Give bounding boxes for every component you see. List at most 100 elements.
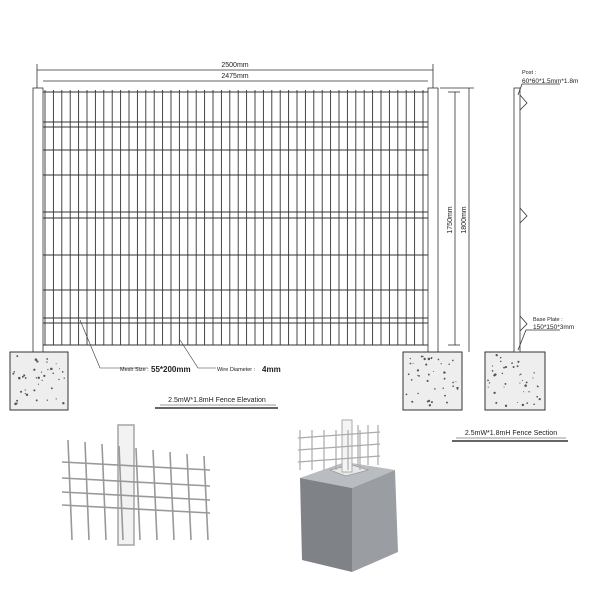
speckle bbox=[420, 355, 423, 358]
dimension-2500 bbox=[36, 64, 434, 90]
speckle bbox=[33, 368, 36, 371]
speckle bbox=[46, 361, 48, 363]
speckle bbox=[452, 385, 455, 387]
detail-horizontal-wire bbox=[297, 431, 381, 439]
speckle bbox=[487, 379, 489, 382]
speckle bbox=[35, 399, 38, 402]
speckle bbox=[58, 378, 60, 381]
speckle bbox=[495, 401, 498, 404]
detail-horizontal-wire bbox=[61, 477, 211, 487]
speckle bbox=[504, 382, 507, 385]
wire-leader bbox=[179, 339, 216, 369]
speckle bbox=[416, 369, 420, 372]
speckle bbox=[52, 372, 54, 375]
speckle bbox=[443, 371, 446, 374]
speckle bbox=[46, 399, 49, 401]
speckle bbox=[24, 393, 26, 395]
detail-horizontal-wire bbox=[61, 504, 211, 514]
mesh-size-label: Mesh Size : bbox=[120, 367, 149, 373]
dim-panel-height: 1750mm bbox=[447, 206, 454, 233]
dim-panel-width: 2475mm bbox=[221, 73, 248, 80]
speckle bbox=[16, 399, 19, 402]
speckle bbox=[495, 353, 498, 357]
speckle bbox=[418, 374, 420, 377]
speckle bbox=[517, 360, 520, 363]
speckle bbox=[37, 383, 40, 385]
speckle bbox=[443, 377, 446, 380]
detail-horizontal-wire bbox=[297, 443, 381, 451]
speckle bbox=[533, 403, 535, 406]
speckle bbox=[533, 372, 535, 374]
speckle bbox=[417, 374, 419, 376]
base-plate-value: 150*150*3mm bbox=[533, 324, 574, 331]
speckle bbox=[409, 362, 412, 365]
speckle bbox=[437, 358, 440, 361]
speckle bbox=[448, 363, 450, 366]
speckle bbox=[452, 381, 454, 384]
dimension-vertical bbox=[440, 87, 474, 352]
dim-post-height: 1800mm bbox=[461, 206, 468, 233]
speckle bbox=[62, 402, 65, 405]
speckle bbox=[538, 398, 541, 401]
speckle bbox=[519, 382, 521, 384]
speckle bbox=[503, 366, 505, 369]
speckle bbox=[422, 355, 424, 357]
right-footing bbox=[402, 351, 463, 411]
speckle bbox=[21, 375, 24, 378]
speckle bbox=[425, 363, 428, 366]
speckle bbox=[536, 395, 539, 398]
detail-wire bbox=[203, 455, 209, 541]
speckle bbox=[55, 398, 57, 400]
speckle bbox=[456, 386, 459, 390]
detail-horizontal-wire bbox=[61, 461, 211, 471]
speckle bbox=[517, 401, 519, 404]
speckle bbox=[511, 362, 513, 365]
speckle bbox=[59, 368, 61, 370]
detail-wire bbox=[118, 445, 124, 541]
detail-wire bbox=[67, 439, 73, 541]
speckle bbox=[521, 403, 525, 407]
speckle bbox=[423, 357, 426, 361]
speckle bbox=[532, 377, 534, 379]
detail-wire bbox=[135, 447, 141, 541]
dim-overall-width: 2500mm bbox=[221, 62, 248, 69]
speckle bbox=[536, 385, 538, 387]
detail-wire bbox=[84, 441, 90, 541]
speckle bbox=[488, 382, 491, 384]
speckle bbox=[444, 394, 446, 397]
mesh-size-value: 55*200mm bbox=[151, 365, 191, 374]
speckle bbox=[522, 391, 524, 393]
detail-wire bbox=[101, 443, 107, 541]
speckle bbox=[25, 393, 29, 397]
speckle bbox=[407, 373, 410, 376]
speckle bbox=[23, 374, 26, 377]
section-caption: 2.5mW*1.8mH Fence Section bbox=[465, 430, 557, 437]
speckle bbox=[19, 390, 23, 393]
speckle bbox=[491, 370, 494, 372]
speckle bbox=[427, 373, 430, 376]
concrete-speckle bbox=[12, 353, 541, 407]
speckle bbox=[499, 360, 502, 363]
speckle bbox=[50, 387, 53, 390]
left-post bbox=[32, 87, 44, 353]
speckle bbox=[442, 387, 444, 389]
speckle bbox=[16, 402, 18, 404]
post-label: Post : bbox=[522, 70, 537, 76]
speckle bbox=[411, 400, 414, 403]
speckle bbox=[528, 391, 530, 393]
speckle bbox=[503, 386, 505, 388]
speckle bbox=[521, 379, 523, 382]
mesh-leader bbox=[79, 319, 148, 369]
speckle bbox=[41, 379, 43, 381]
speckle bbox=[455, 381, 457, 383]
speckle bbox=[13, 371, 16, 373]
speckle bbox=[526, 402, 529, 404]
speckle bbox=[34, 358, 38, 361]
wire-diameter-value: 4mm bbox=[262, 365, 281, 374]
speckle bbox=[409, 357, 411, 360]
speckle bbox=[519, 374, 521, 376]
speckle bbox=[55, 363, 57, 365]
section-footing bbox=[484, 351, 546, 411]
section-post bbox=[513, 83, 560, 353]
